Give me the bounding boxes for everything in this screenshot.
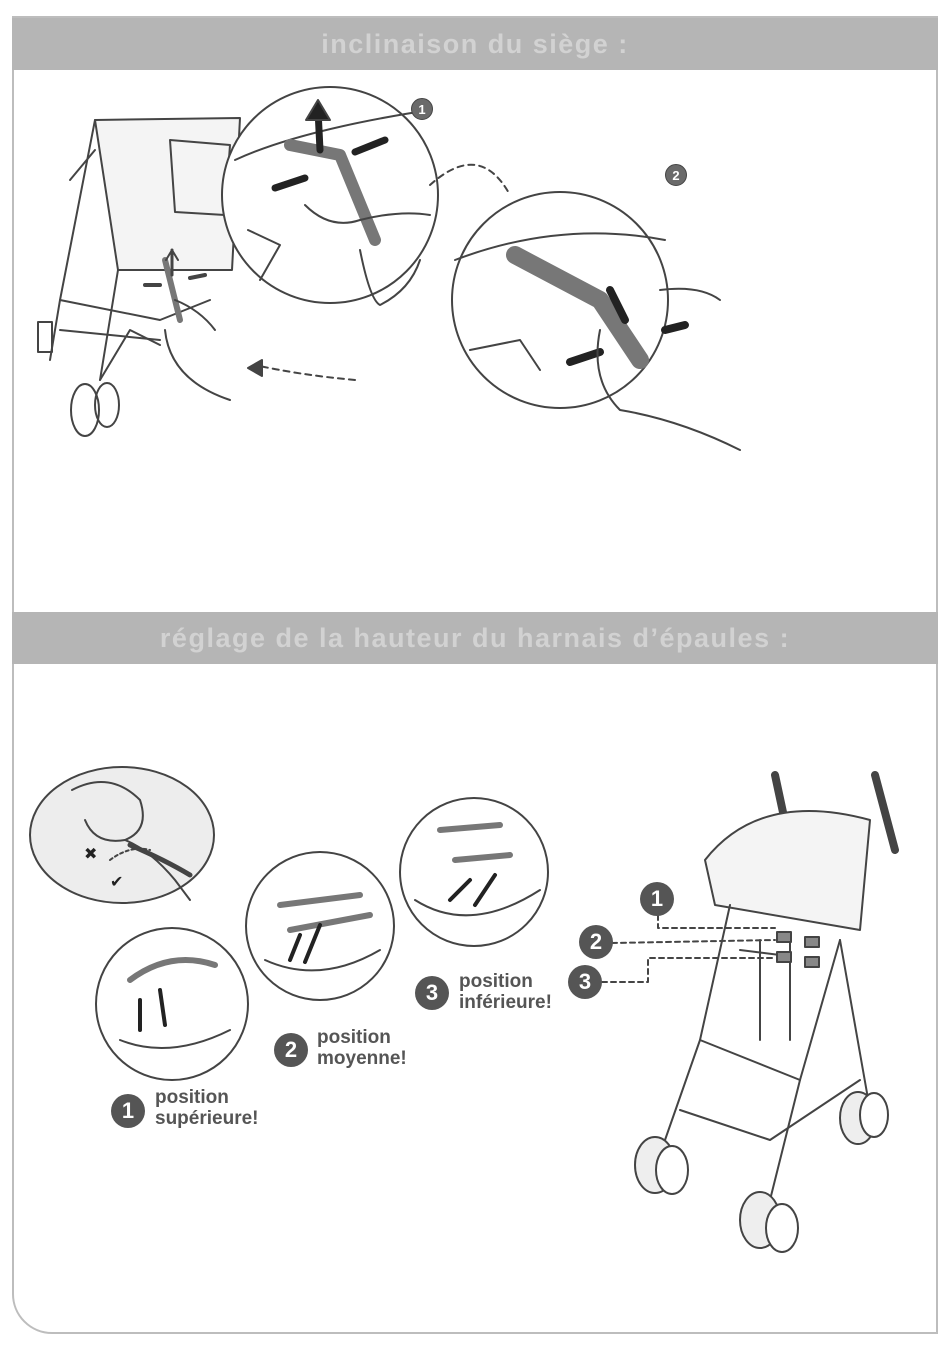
stroller-position-2-badge: 2	[579, 925, 613, 959]
position-3-badge: 3	[415, 976, 449, 1010]
recline-step-1-badge: 1	[411, 98, 433, 120]
position-2-badge: 2	[274, 1033, 308, 1067]
position-2-label: position moyenne!	[317, 1027, 407, 1069]
recline-detail-circle-2	[452, 192, 740, 450]
harness-circle-lower	[400, 798, 548, 946]
position-1-line1: position	[155, 1087, 258, 1108]
harness-circle-middle	[246, 852, 394, 1000]
cross-icon: ✖	[84, 844, 97, 864]
position-3-label: position inférieure!	[459, 971, 552, 1013]
stroller-front-illustration	[635, 775, 895, 1252]
stroller-position-1-badge: 1	[640, 882, 674, 916]
stroller-position-3-badge: 3	[568, 965, 602, 999]
position-3-line1: position	[459, 971, 552, 992]
position-2-line1: position	[317, 1027, 407, 1048]
check-icon: ✔	[110, 872, 123, 892]
position-2-line2: moyenne!	[317, 1048, 407, 1069]
stroller-rear-illustration	[38, 118, 240, 436]
position-1-label: position supérieure!	[155, 1087, 258, 1129]
recline-detail-circle-1	[222, 87, 438, 305]
recline-step-2-badge: 2	[665, 164, 687, 186]
harness-circle-upper	[96, 928, 248, 1080]
position-3-line2: inférieure!	[459, 992, 552, 1013]
position-1-badge: 1	[111, 1094, 145, 1128]
position-1-line2: supérieure!	[155, 1108, 258, 1129]
